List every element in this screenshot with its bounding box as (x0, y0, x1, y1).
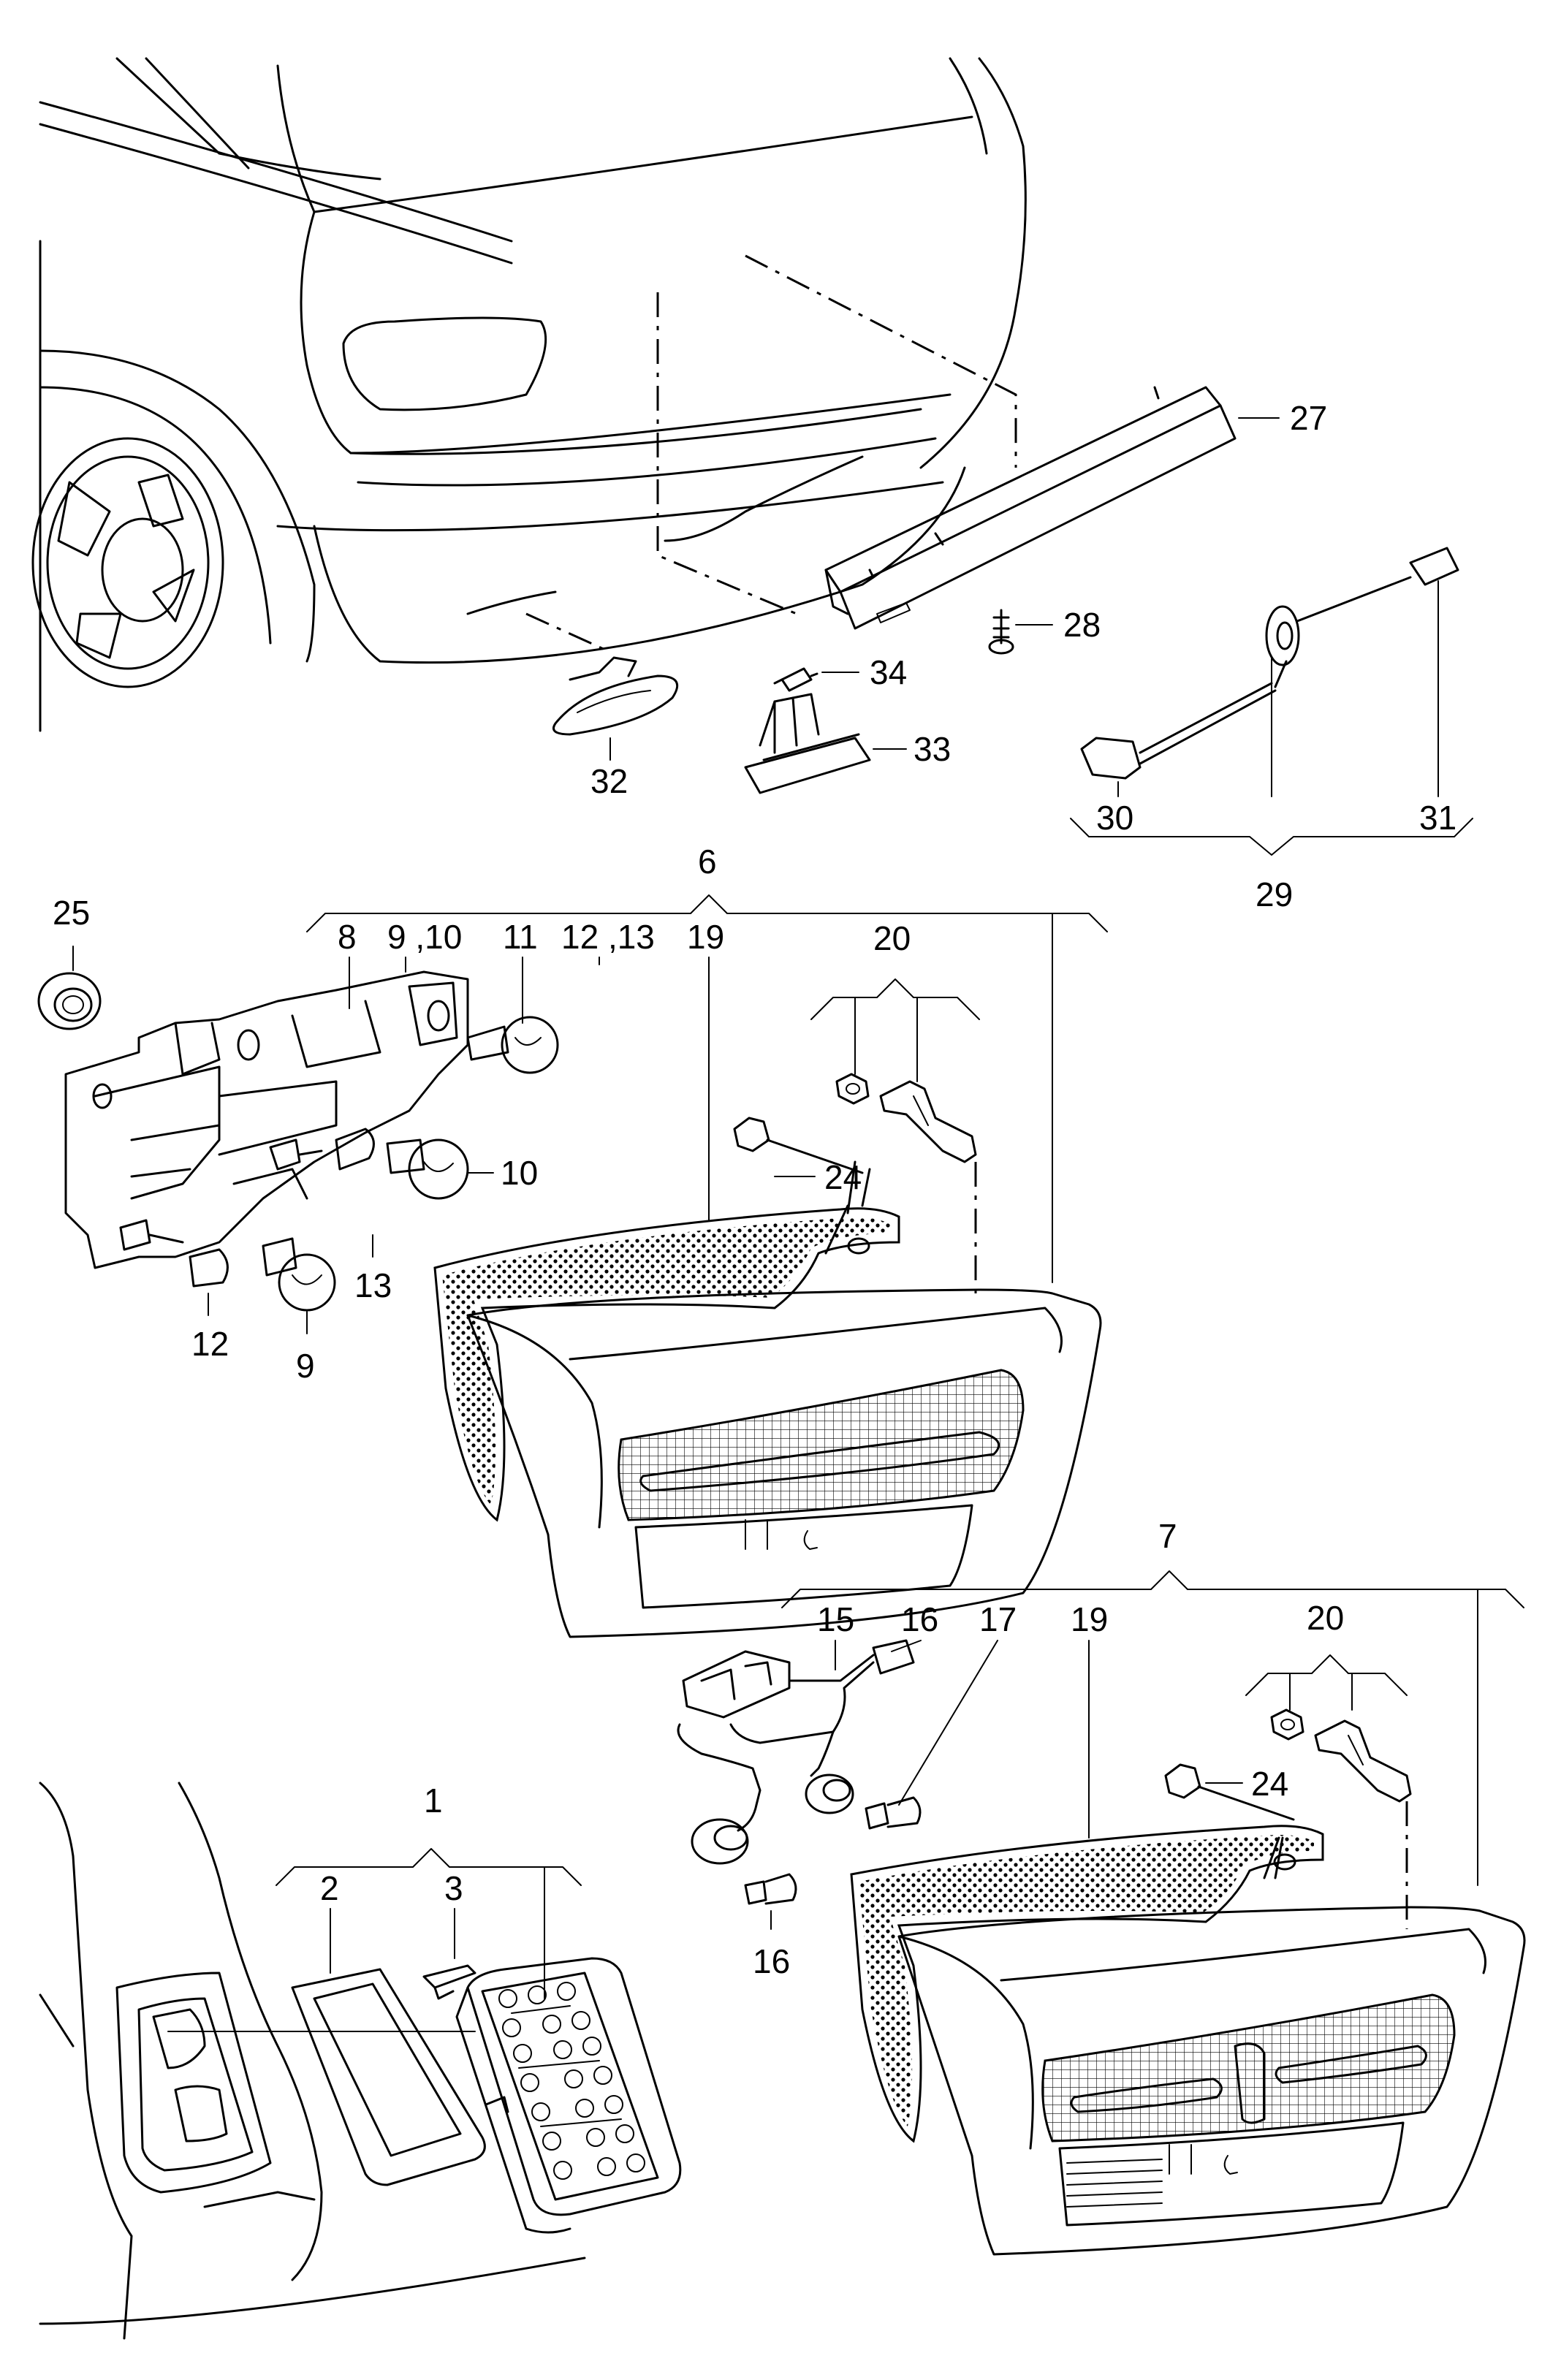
label-1: 1 (424, 1782, 443, 1820)
label-25: 25 (53, 894, 90, 932)
rear-fog-light (552, 656, 679, 736)
label-2: 2 (320, 1869, 339, 1907)
label-24-a: 24 (824, 1158, 862, 1196)
label-24-b: 24 (1251, 1765, 1288, 1803)
seal-frame (291, 1968, 486, 2186)
nut-b-icon (1270, 1708, 1304, 1741)
label-7: 7 (1158, 1517, 1177, 1555)
label-31: 31 (1419, 799, 1456, 837)
label-20-a: 20 (873, 919, 911, 957)
label-10: 10 (501, 1154, 538, 1192)
stud-nut-24b-icon (1164, 1763, 1295, 1821)
label-3: 3 (444, 1869, 463, 1907)
stud-nut-24a-icon (733, 1117, 864, 1174)
label-27: 27 (1290, 399, 1327, 437)
label-20-b: 20 (1307, 1599, 1344, 1637)
bracket-29 (1070, 818, 1473, 856)
retaining-clip (422, 1964, 476, 2000)
label-8: 8 (338, 918, 357, 956)
leader-17 (898, 1640, 998, 1806)
label-16-a: 16 (901, 1600, 938, 1638)
tail-light-7 (850, 1825, 1526, 2256)
bulb-12-icon (119, 1219, 229, 1288)
label-12: 12 (191, 1325, 229, 1363)
body-panel-interior (39, 1782, 586, 2340)
bracket-1 (276, 1848, 582, 1886)
wiring-harness-29 (1080, 547, 1459, 780)
label-12-13: 12 ,13 (561, 918, 655, 956)
label-19-b: 19 (1071, 1600, 1108, 1638)
bracket-6 (306, 894, 1108, 932)
nut-icon (835, 1073, 870, 1105)
label-11: 11 (503, 918, 538, 956)
label-33: 33 (914, 730, 951, 768)
label-9-10: 9 ,10 (387, 918, 462, 956)
label-28: 28 (1063, 606, 1101, 644)
bulb-13-icon (269, 1128, 375, 1171)
label-15: 15 (817, 1600, 854, 1638)
assembly-leader-lines (525, 254, 1017, 652)
rear-reflector-bar (824, 386, 1237, 630)
label-34: 34 (870, 653, 907, 691)
festoon-bulb-icon (773, 667, 819, 692)
screw-icon (988, 609, 1014, 655)
bracket-7 (781, 1570, 1524, 1608)
label-13: 13 (354, 1266, 392, 1304)
bracket-20-a (810, 978, 980, 1020)
label-16-b: 16 (753, 1942, 790, 1980)
bulb-9-icon (262, 1237, 336, 1312)
label-6: 6 (698, 843, 717, 881)
wiring-harness-15 (677, 1639, 915, 1865)
bulb-holder-8 (64, 970, 469, 1269)
label-32: 32 (590, 762, 628, 800)
grommet-icon (37, 972, 102, 1030)
tail-light-6 (433, 1160, 1102, 1638)
bulb-16-icon (744, 1873, 797, 1905)
label-30: 30 (1096, 799, 1133, 837)
bulb-carrier-board (455, 1957, 682, 2234)
leader-16-a (891, 1640, 922, 1652)
license-plate-light (744, 693, 871, 794)
clip-icon (879, 1080, 977, 1163)
bracket-20-b (1245, 1654, 1408, 1696)
bulb-10-icon (386, 1138, 469, 1200)
label-19-a: 19 (687, 918, 724, 956)
bulb-11-icon (466, 1016, 559, 1074)
label-9: 9 (296, 1347, 315, 1385)
clip-b-icon (1314, 1719, 1412, 1803)
bulb-17-icon (865, 1796, 922, 1830)
car-rear-illustration (31, 57, 1027, 732)
label-29: 29 (1256, 875, 1293, 913)
label-17: 17 (979, 1600, 1017, 1638)
